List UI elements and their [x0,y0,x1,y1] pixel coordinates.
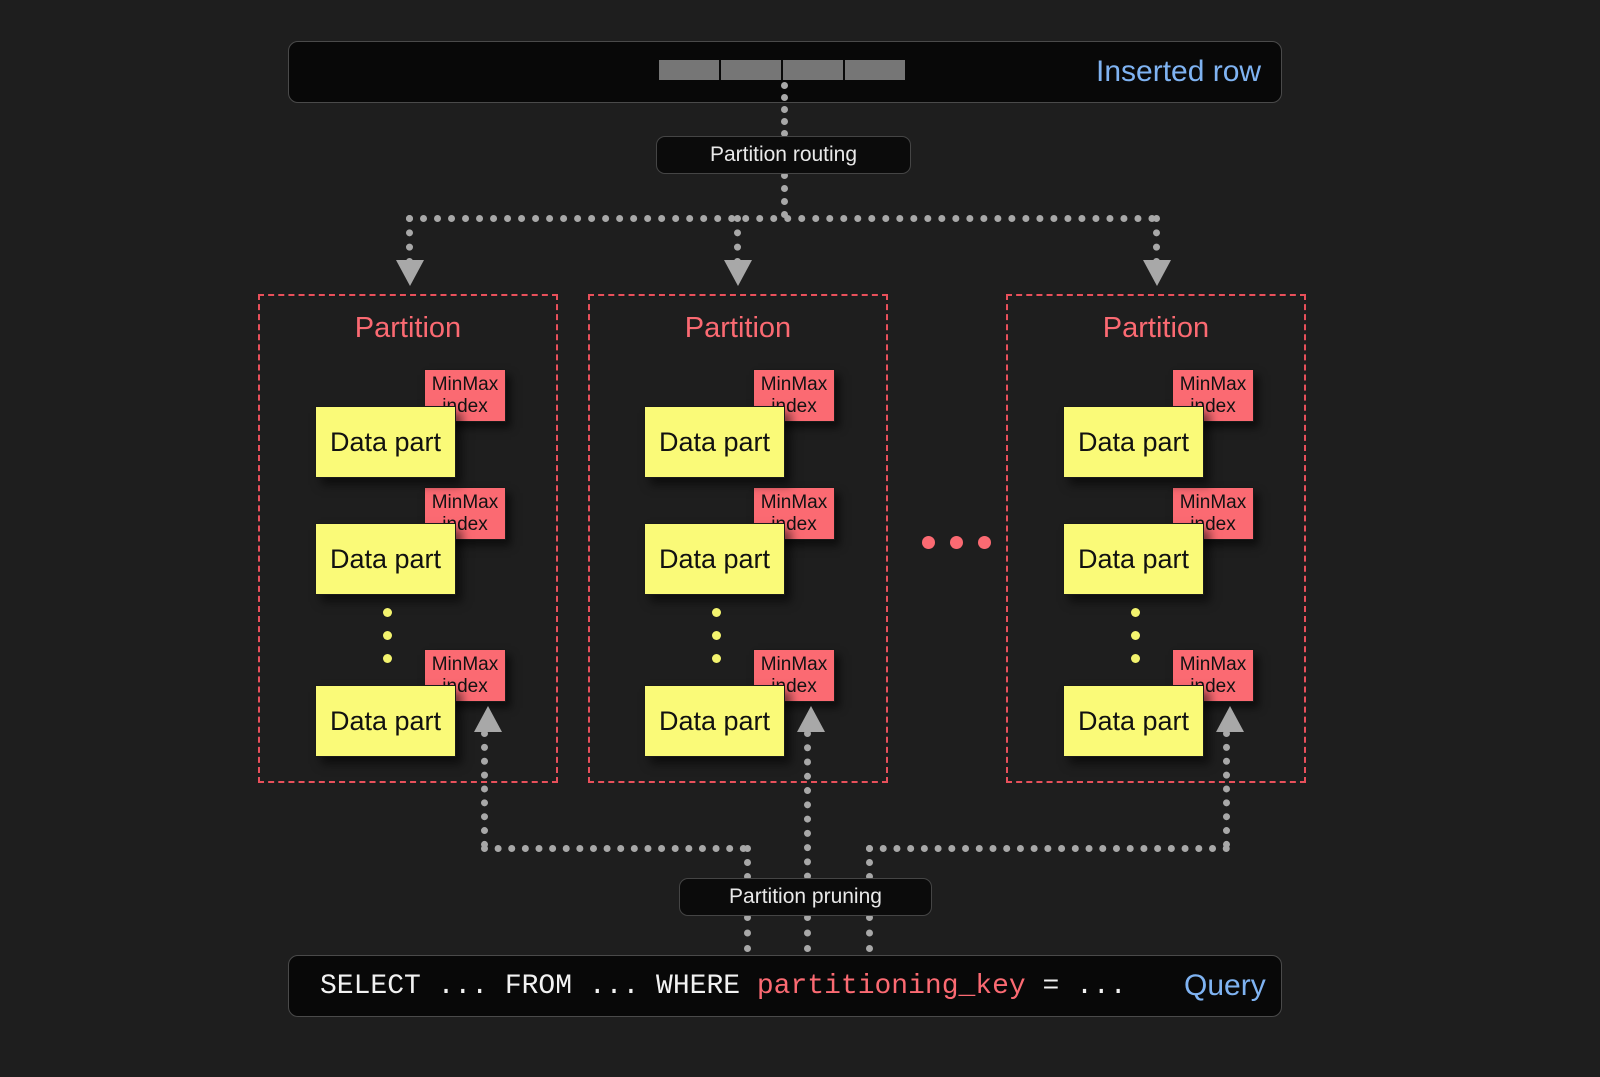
data-part-box: Data part [315,406,456,478]
arrow-down-partition-1 [396,260,424,286]
ellipsis-dot [1131,654,1140,663]
data-part-box: Data part [315,523,456,595]
connector-pruning-to-partition-1 [481,730,488,848]
ellipsis-dot [1131,631,1140,640]
connector-pruning-right-drop [866,845,873,894]
data-part-label: Data part [1077,426,1190,457]
data-part-label: Data part [1077,705,1190,736]
partition-parts-ellipsis [1131,608,1140,677]
query-suffix: = ... [1025,971,1127,1002]
partition-box-2[interactable]: Partition [588,294,888,783]
ellipsis-dot [383,631,392,640]
data-part-label: Data part [329,705,442,736]
connector-pruning-bus-left [481,845,747,852]
connector-bus-to-partition-1 [406,215,413,265]
connector-pruning-bus-right [866,845,1230,852]
ellipsis-dot [712,608,721,617]
connector-pruning-to-query-right [866,914,873,952]
partition-routing-box[interactable]: Partition routing [656,136,911,174]
ellipsis-dot [712,654,721,663]
data-part-box: Data part [644,523,785,595]
connector-pruning-to-query-left [744,914,751,952]
arrow-up-partition-1 [474,706,502,732]
partition-title: Partition [684,312,792,344]
row-cell [783,60,843,80]
connector-insert-to-routing [781,82,788,137]
ellipsis-dot [978,536,991,549]
ellipsis-dot [383,654,392,663]
partition-box-1[interactable]: Partition [258,294,558,783]
query-keyword: partitioning_key [756,971,1026,1002]
partition-title: Partition [354,312,462,344]
connector-pruning-to-query-mid [804,914,811,952]
connector-pruning-to-partition-3 [1223,730,1230,848]
data-part-label: Data part [329,426,442,457]
connector-bus-to-partition-3 [1153,215,1160,265]
partition-parts-ellipsis [383,608,392,677]
data-part-label: Data part [658,705,771,736]
data-part-label: Data part [1077,543,1190,574]
data-part-label: Data part [329,543,442,574]
query-prefix: SELECT ... FROM ... WHERE [320,971,757,1002]
data-part-box: Data part [1063,406,1204,478]
row-cell [659,60,719,80]
arrow-up-partition-2 [797,706,825,732]
row-cell [721,60,781,80]
query-bar [288,955,1282,1017]
query-text: SELECT ... FROM ... WHERE partitioning_k… [320,971,1127,1002]
partition-parts-ellipsis [712,608,721,677]
partition-pruning-box[interactable]: Partition pruning [679,878,932,916]
data-part-box: Data part [315,685,456,757]
arrow-up-partition-3 [1216,706,1244,732]
row-cell [845,60,905,80]
data-part-label: Data part [658,426,771,457]
arrow-down-partition-2 [724,260,752,286]
data-part-label: Data part [658,543,771,574]
data-part-box: Data part [644,406,785,478]
arrow-down-partition-3 [1143,260,1171,286]
data-part-box: Data part [1063,523,1204,595]
ellipsis-dot [950,536,963,549]
data-part-box: Data part [1063,685,1204,757]
ellipsis-dot [1131,608,1140,617]
partition-title: Partition [1102,312,1210,344]
connector-bus-to-partition-2 [734,215,741,265]
ellipsis-dot [383,608,392,617]
connector-routing-to-bus [781,172,788,218]
ellipsis-dot [712,631,721,640]
partition-box-3[interactable]: Partition [1006,294,1306,783]
connector-pruning-left-drop [744,845,751,894]
query-label: Query [1184,969,1266,1002]
connector-pruning-to-partition-2 [804,730,811,894]
partitions-ellipsis [922,536,991,549]
data-part-box: Data part [644,685,785,757]
routing-bus-horizontal [406,215,1156,222]
inserted-row-label: Inserted row [1096,55,1262,88]
ellipsis-dot [922,536,935,549]
inserted-row-cells [659,60,905,80]
